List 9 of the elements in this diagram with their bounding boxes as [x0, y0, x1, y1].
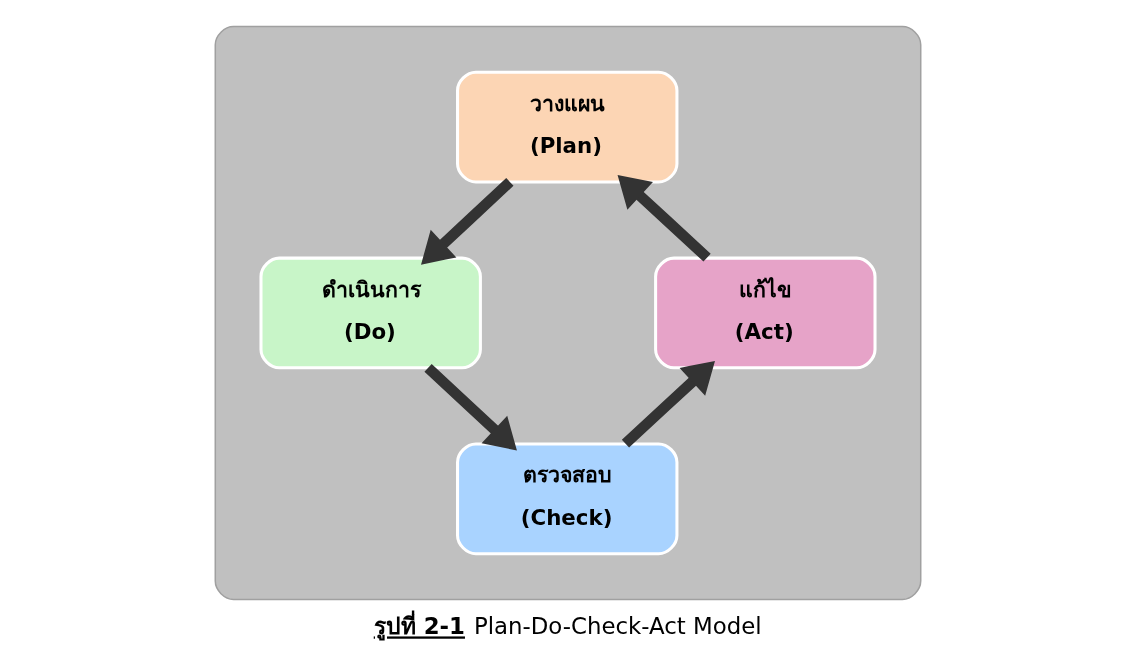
node-box: ดำเนินการ (Do) [259, 256, 482, 370]
arrow [621, 360, 715, 448]
cluster [214, 25, 922, 601]
node-box: ตรวจสอบ (Check) [456, 442, 679, 556]
node-box: วางแผน (Plan) [456, 70, 679, 184]
arrow [421, 178, 514, 265]
arrow [424, 363, 517, 451]
arrow [617, 175, 711, 262]
node-box: แก้ไข (Act) [654, 256, 877, 370]
